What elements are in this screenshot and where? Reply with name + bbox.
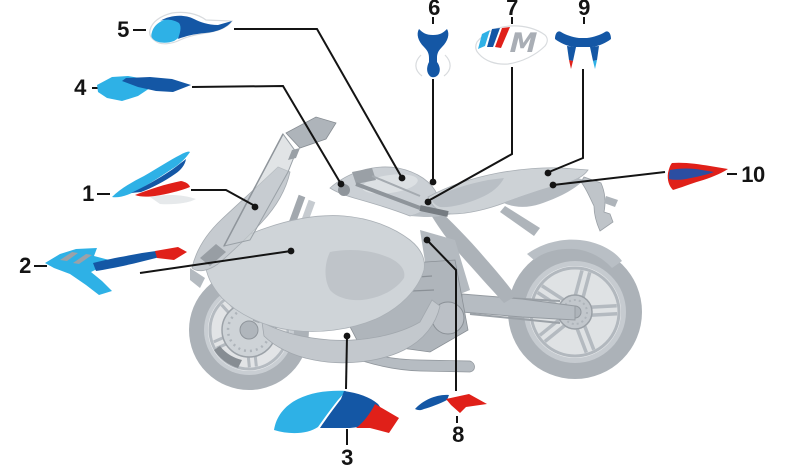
leader-2: [139, 250, 292, 274]
decal-2-blue: [93, 251, 160, 271]
callout-label-2[interactable]: 2: [19, 253, 31, 278]
dot-3: [343, 332, 351, 340]
plate: [604, 196, 618, 207]
callout-label-10[interactable]: 10: [741, 162, 765, 187]
handlebar-cluster: [338, 168, 449, 217]
dot-4: [337, 180, 345, 188]
decal-6-pad: [417, 29, 449, 78]
callout-label-7[interactable]: 7: [506, 0, 518, 20]
leader-8: [426, 239, 457, 391]
front-hub: [239, 320, 259, 340]
dot-5: [398, 174, 406, 182]
callout-label-8[interactable]: 8: [452, 422, 464, 447]
dot-10: [549, 181, 557, 189]
master-cylinder: [352, 168, 376, 184]
decal-1-red: [135, 181, 190, 197]
decal-1: [112, 151, 196, 205]
decal-1-cyan: [112, 151, 190, 198]
decal-10: [667, 162, 728, 190]
decal-2-red: [155, 247, 187, 260]
fairing-panel: [204, 215, 425, 332]
decal-3: [274, 390, 399, 434]
brake-caliper: [214, 346, 242, 368]
leader-9: [548, 69, 584, 173]
dot-7: [424, 198, 432, 206]
peg-bracket: [500, 206, 540, 236]
dot-6: [429, 178, 437, 186]
dot-8: [423, 236, 431, 244]
decal-5-cyan: [151, 17, 186, 43]
dot-9: [544, 169, 552, 177]
callout-label-6[interactable]: 6: [428, 0, 440, 20]
leader-10: [552, 171, 666, 186]
leader-5: [234, 28, 403, 179]
decal-5-blue: [160, 15, 232, 39]
decal-6-backing: [415, 54, 451, 77]
decal-2-graphic: [60, 252, 92, 264]
decal-3-red: [356, 404, 399, 433]
decal-2-cyan: [45, 248, 113, 295]
belly-pan: [261, 299, 441, 364]
decal-8-blue: [415, 394, 449, 411]
decal-7: M: [475, 25, 548, 65]
plate-hanger: [580, 176, 618, 232]
leader-dots: [251, 169, 557, 340]
decal-2: [45, 247, 187, 295]
mirror-stem: [288, 148, 300, 160]
decal-8-red: [446, 394, 487, 413]
callout-label-5[interactable]: 5: [117, 17, 129, 42]
side-fairing: [204, 215, 425, 332]
decal-9-right-leg: [590, 46, 599, 61]
seat: [432, 178, 504, 208]
tail-unit: [427, 167, 589, 236]
decal-3-cyan: [274, 390, 346, 434]
callout-label-4[interactable]: 4: [74, 75, 86, 100]
leader-4: [191, 84, 342, 185]
decal-7-stripe-cyan: [478, 30, 490, 49]
rear-hugger: [527, 239, 622, 268]
decal-2-graphic-2: [73, 254, 92, 264]
leader-lines: [34, 17, 737, 445]
leader-7: [427, 67, 513, 202]
decal-2-graphic-1: [60, 252, 78, 261]
decal-9-bar: [555, 31, 611, 47]
decal-7-stripe-red: [495, 27, 510, 48]
dot-1: [251, 203, 259, 211]
leader-3: [345, 335, 348, 390]
decal-7-stripe-blue: [487, 28, 500, 47]
decal-9-left-leg: [567, 46, 576, 61]
tail-underside: [504, 178, 584, 207]
decal-9: [555, 31, 611, 69]
leader-1: [191, 189, 256, 207]
headlight-inset: [200, 244, 226, 266]
nose-tip: [190, 268, 205, 288]
decal-6: [415, 29, 451, 78]
fairing-shade: [325, 250, 405, 301]
decal-9-red-tip: [569, 60, 573, 69]
callout-label-1[interactable]: 1: [82, 181, 94, 206]
decal-10-blue: [669, 168, 714, 180]
decal-8: [415, 394, 487, 413]
decal-1-backing: [150, 194, 196, 205]
motorcycle-illustration: [189, 116, 642, 390]
plate-arm: [580, 176, 614, 232]
decal-9-cyan-tip: [593, 60, 597, 69]
dot-2: [287, 247, 295, 255]
subframe: [428, 202, 516, 303]
callout-label-3[interactable]: 3: [341, 445, 353, 470]
decal-5: [149, 11, 234, 45]
rear-sprocket-bolts: [562, 299, 588, 325]
decal-4: [97, 76, 191, 101]
decal-4-blue: [122, 77, 191, 92]
callout-label-9[interactable]: 9: [578, 0, 590, 20]
